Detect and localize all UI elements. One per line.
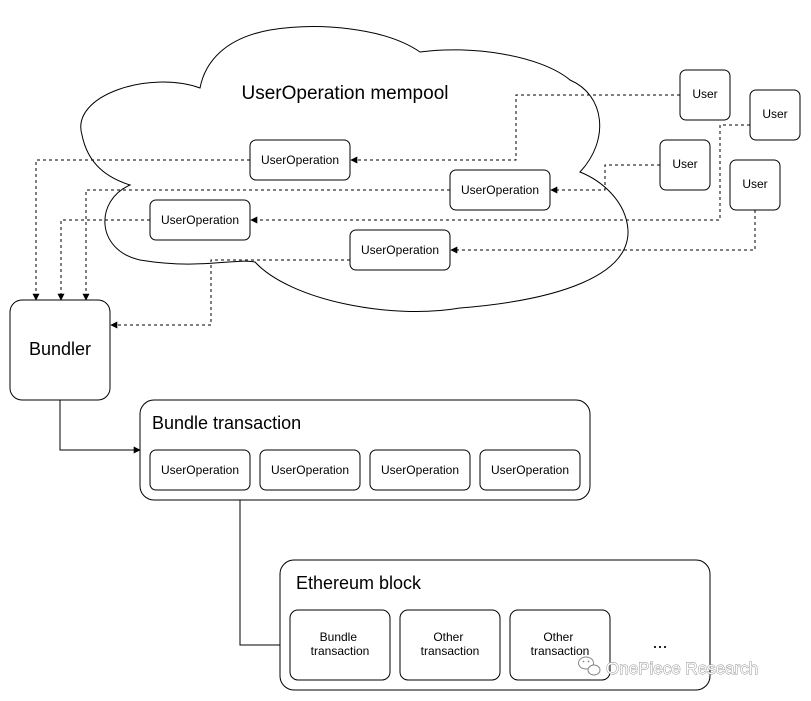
block-transaction[interactable]: Bundle transaction: [289, 609, 391, 681]
block-transaction-line2: transaction: [531, 644, 590, 658]
user-node[interactable]: User: [749, 89, 801, 141]
svg-text:Other transaction: Other transaction: [421, 630, 480, 658]
wechat-logo-icon: [578, 656, 601, 676]
bundler-node[interactable]: Bundler: [9, 299, 111, 401]
bundler-to-bundle-arrow: [59, 400, 141, 454]
bundler-label: Bundler: [29, 339, 91, 359]
bundle-operation[interactable]: UserOperation: [369, 449, 471, 491]
mempool-operation-label: UserOperation: [261, 153, 339, 167]
mempool-operation-label: UserOperation: [361, 243, 439, 257]
bundle-operation[interactable]: UserOperation: [149, 449, 251, 491]
user-label: User: [762, 107, 787, 121]
mempool-operation[interactable]: UserOperation: [249, 139, 351, 181]
bundle-operation-label: UserOperation: [381, 463, 459, 477]
block-transaction[interactable]: Other transaction: [399, 609, 501, 681]
user-to-operation-arrow: [250, 124, 750, 224]
mempool-operation[interactable]: UserOperation: [449, 169, 551, 211]
user-label: User: [742, 177, 767, 191]
bundle-operation-label: UserOperation: [271, 463, 349, 477]
user-label: User: [672, 157, 697, 171]
bundle-operation-label: UserOperation: [161, 463, 239, 477]
svg-text:Bundle transaction: Bundle transaction: [311, 630, 370, 658]
ethereum-block-title: Ethereum block: [296, 573, 422, 593]
operation-to-bundler-arrow: [110, 259, 350, 329]
user-to-operation-arrow: [450, 210, 756, 254]
block-transaction-line2: transaction: [311, 644, 370, 658]
block-transaction-line1: Other: [543, 630, 573, 644]
svg-text:Other transaction: Other transaction: [531, 630, 590, 658]
operation-to-bundler-arrow: [32, 159, 250, 301]
watermark-text: OnePiece Research: [606, 659, 758, 678]
mempool-operation[interactable]: UserOperation: [149, 199, 251, 241]
block-transaction-line1: Bundle: [320, 630, 358, 644]
bundle-transaction-container: Bundle transaction: [139, 399, 591, 501]
user-to-operation-arrow: [550, 164, 660, 194]
bundle-transaction-title: Bundle transaction: [152, 413, 301, 433]
bundle-operation[interactable]: UserOperation: [479, 449, 581, 491]
user-label: User: [692, 87, 717, 101]
block-transaction-line2: transaction: [421, 644, 480, 658]
bundle-operation[interactable]: UserOperation: [259, 449, 361, 491]
mempool-operation[interactable]: UserOperation: [349, 229, 451, 271]
bundle-operation-label: UserOperation: [491, 463, 569, 477]
mempool-operation-label: UserOperation: [461, 183, 539, 197]
user-node[interactable]: User: [679, 69, 731, 121]
user-node[interactable]: User: [659, 139, 711, 191]
mempool-operation-label: UserOperation: [161, 213, 239, 227]
bundle-to-block-arrow: [239, 500, 291, 649]
mempool-title: UserOperation mempool: [242, 83, 449, 104]
user-node[interactable]: User: [729, 159, 781, 211]
watermark: OnePiece Research: [578, 656, 759, 678]
block-transaction-line1: Other: [433, 630, 463, 644]
more-transactions-ellipsis: ...: [652, 632, 667, 652]
operation-to-bundler-arrow: [82, 189, 450, 301]
